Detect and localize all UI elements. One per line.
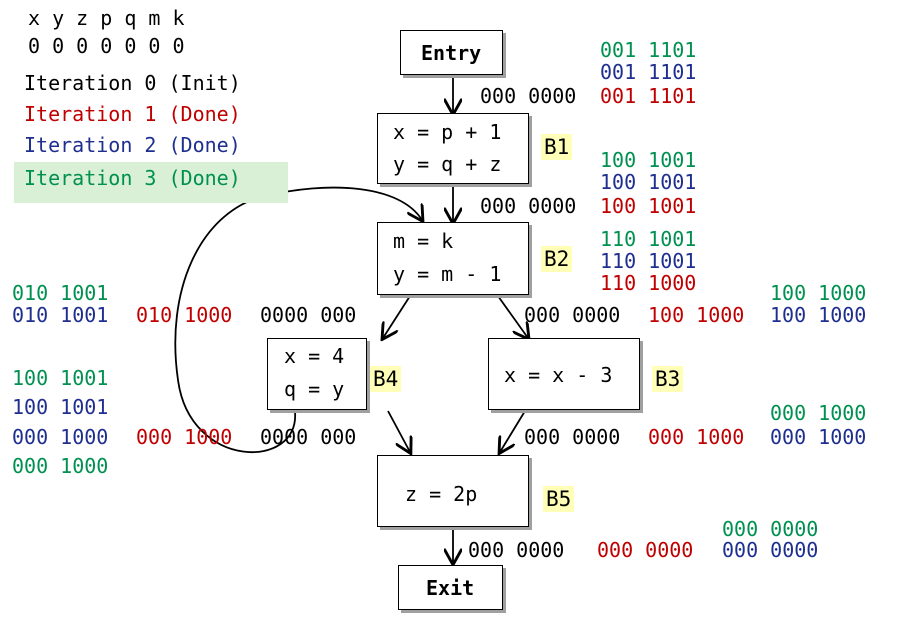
b1-b2-iter3: 100 1001 — [600, 148, 697, 172]
b3-in-iter1: 100 1000 — [648, 303, 745, 327]
b2-out-iter2: 110 1001 — [600, 249, 697, 273]
b2-out-iter1: 110 1000 — [600, 271, 697, 295]
block-b1: x = p + 1 y = q + z — [377, 113, 529, 184]
legend-iteration-3: Iteration 3 (Done) — [24, 166, 241, 190]
b5-exit-iter2: 000 0000 — [722, 538, 819, 562]
entry-node: Entry — [400, 30, 503, 75]
b2-statement-1: m = k — [393, 229, 454, 253]
entry-b1-iter3: 001 1101 — [600, 38, 697, 62]
edge-b4-b2-loop — [174, 186, 422, 453]
legend-iteration-2: Iteration 2 (Done) — [24, 133, 241, 157]
b4-label: B4 — [370, 366, 402, 392]
b4-out-iter2: 100 1001 — [12, 395, 109, 419]
block-b4: x = 4 q = y — [267, 338, 367, 410]
exit-node: Exit — [398, 565, 503, 610]
exit-label: Exit — [426, 576, 475, 600]
legend-iteration-1: Iteration 1 (Done) — [24, 102, 241, 126]
b1-statement-1: x = p + 1 — [393, 120, 502, 144]
entry-b1-iter1: 001 1101 — [600, 84, 697, 108]
edge-b4-b5 — [387, 410, 410, 452]
block-b3: x = x - 3 — [488, 338, 640, 410]
b3-in-iter2: 100 1000 — [770, 303, 867, 327]
b3-statement-1: x = x - 3 — [504, 363, 613, 387]
b2-statement-2: y = m - 1 — [393, 262, 502, 286]
b2-out-iter3: 110 1001 — [600, 227, 697, 251]
b3-label: B3 — [652, 366, 684, 392]
b4-in-iter3: 010 1001 — [12, 281, 109, 305]
b4-out-iter3: 100 1001 — [12, 366, 109, 390]
block-b5: z = 2p — [377, 455, 529, 527]
b2-label: B2 — [541, 246, 573, 272]
b3-out-iter3: 000 1000 — [770, 401, 867, 425]
b4-statement-1: x = 4 — [284, 344, 345, 368]
b1-b2-iter1: 100 1001 — [600, 194, 697, 218]
b3-in-iter3: 100 1000 — [770, 281, 867, 305]
b3-out-iter0: 000 0000 — [524, 425, 621, 449]
b4-b5-iter2: 000 1000 — [12, 425, 109, 449]
edge-b2-b4 — [383, 295, 411, 338]
entry-b1-iter0: 000 0000 — [480, 84, 577, 108]
b1-label: B1 — [541, 134, 573, 160]
b4-b5-iter1: 000 1000 — [136, 425, 233, 449]
b4-statement-2: q = y — [284, 377, 345, 401]
legend-highlight — [14, 162, 288, 203]
b5-exit-iter3: 000 0000 — [722, 517, 819, 541]
entry-b1-iter2: 001 1101 — [600, 60, 697, 84]
edge-b2-b3 — [497, 295, 528, 338]
b5-statement-1: z = 2p — [405, 482, 478, 506]
b5-exit-iter0: 000 0000 — [468, 538, 565, 562]
b4-b5-iter3: 000 1000 — [12, 454, 109, 478]
b4-in-iter0: 0000 000 — [260, 303, 357, 327]
b4-b5-iter0: 0000 000 — [260, 425, 357, 449]
block-b2: m = k y = m - 1 — [377, 222, 529, 295]
b5-exit-iter1: 000 0000 — [597, 538, 694, 562]
b4-in-iter1: 010 1000 — [136, 303, 233, 327]
initial-values: 0 0 0 0 0 0 0 — [28, 34, 185, 58]
b1-b2-iter2: 100 1001 — [600, 170, 697, 194]
b5-label: B5 — [543, 486, 575, 512]
b3-out-iter1: 000 1000 — [648, 425, 745, 449]
legend-iteration-0: Iteration 0 (Init) — [24, 71, 241, 95]
b1-b2-iter0: 000 0000 — [480, 194, 577, 218]
b4-in-iter2: 010 1001 — [12, 303, 109, 327]
entry-label: Entry — [421, 41, 482, 65]
b3-out-iter2: 000 1000 — [770, 425, 867, 449]
b1-statement-2: y = q + z — [393, 152, 502, 176]
variable-names: x y z p q m k — [28, 6, 185, 30]
edge-b3-b5 — [500, 410, 526, 452]
b3-in-iter0: 000 0000 — [524, 303, 621, 327]
